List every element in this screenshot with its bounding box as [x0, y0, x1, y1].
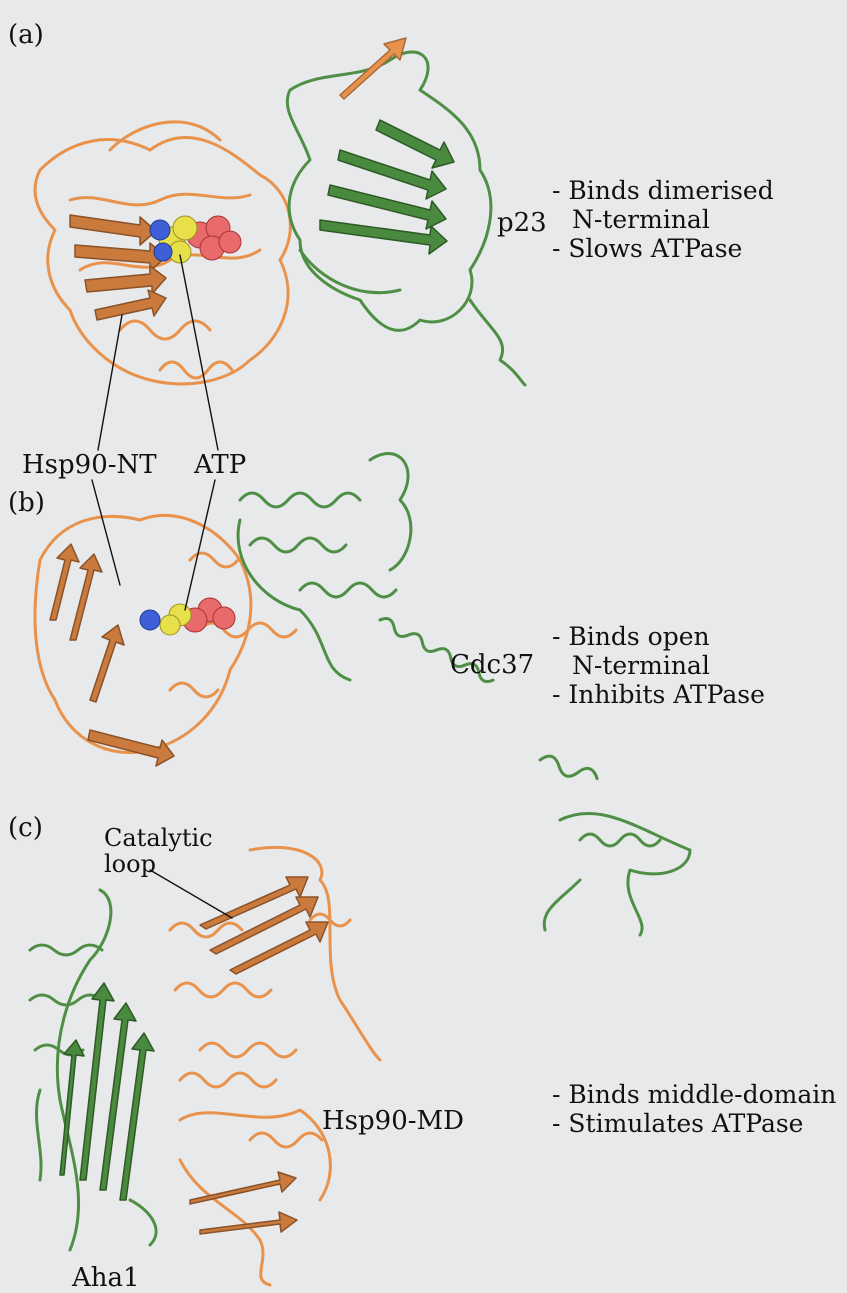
p23-label: p23 [497, 210, 547, 236]
panel-b-note-3: - Inhibits ATPase [552, 680, 765, 709]
atp-label: ATP [194, 452, 246, 478]
panel-b-note-2: N-terminal [552, 651, 765, 680]
panel-a-notes: - Binds dimerised N-terminal - Slows ATP… [552, 176, 774, 263]
catalytic-loop-label: Catalytic loop [104, 825, 213, 877]
panel-b-atp-ligand [140, 598, 235, 635]
panel-a-p23-beta-sheet [320, 120, 454, 254]
panel-a-top-strand [340, 38, 406, 99]
panel-c-note-2: - Stimulates ATPase [552, 1109, 836, 1138]
panel-a-letter: (a) [8, 22, 44, 48]
panel-b-note-1: - Binds open [552, 622, 765, 651]
panel-b-hsp90-beta-sheet [50, 544, 174, 766]
panel-c-notes: - Binds middle-domain - Stimulates ATPas… [552, 1080, 836, 1138]
hsp90-md-label: Hsp90-MD [322, 1108, 464, 1134]
panel-c-hsp90-md-beta-sheet [190, 877, 328, 1234]
aha1-label: Aha1 [72, 1265, 140, 1291]
panel-c-hsp90-md-structure [170, 847, 380, 1285]
panel-a-note-3: - Slows ATPase [552, 234, 774, 263]
panel-c-leader-line [150, 870, 232, 918]
panel-a-p23-structure [287, 52, 525, 385]
panel-b-leader-lines [92, 480, 215, 610]
panel-b-notes: - Binds open N-terminal - Inhibits ATPas… [552, 622, 765, 709]
cdc37-label: Cdc37 [450, 652, 534, 678]
catalytic-loop-line-1: Catalytic [104, 825, 213, 851]
panel-b-letter: (b) [8, 490, 45, 516]
catalytic-loop-line-2: loop [104, 851, 213, 877]
panel-a-note-2: N-terminal [552, 205, 774, 234]
hsp90-nt-label: Hsp90-NT [22, 452, 157, 478]
panel-c-note-1: - Binds middle-domain [552, 1080, 836, 1109]
panel-c-letter: (c) [8, 815, 43, 841]
panel-a-note-1: - Binds dimerised [552, 176, 774, 205]
